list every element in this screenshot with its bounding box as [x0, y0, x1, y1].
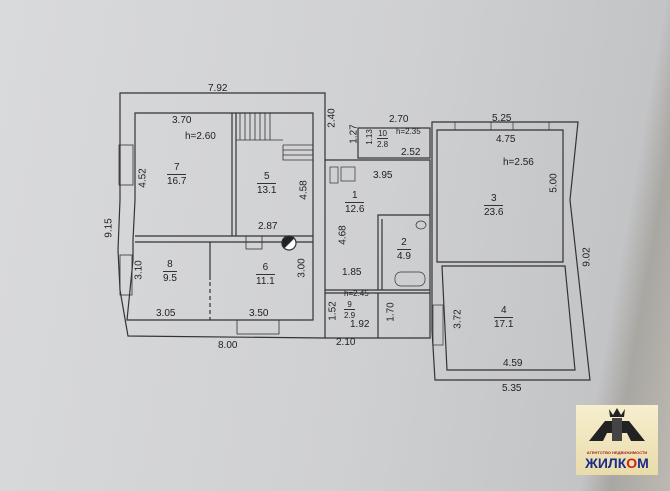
dimension: 1.13: [364, 129, 374, 145]
dimension: 8.00: [218, 340, 238, 351]
room-number: 7: [173, 162, 180, 173]
room-number: 1: [351, 190, 358, 201]
dimension: 4.59: [503, 358, 523, 369]
dimension: 3.95: [373, 170, 393, 181]
ceiling-height-room10: h=2.35: [396, 127, 421, 136]
dimension: 2.10: [336, 337, 356, 348]
dimension: 4.52: [137, 168, 149, 188]
ceiling-height-main: h=2.60: [185, 131, 216, 142]
dimension: 2.70: [389, 114, 409, 125]
dimension: 4.75: [496, 134, 516, 145]
room-area: 13.1: [257, 182, 277, 196]
dimension: 3.10: [133, 260, 145, 280]
room-area: 9.5: [163, 270, 177, 284]
dimension: 3.70: [172, 115, 192, 126]
room-area: 12.6: [345, 201, 365, 215]
room-number: 2: [401, 237, 407, 248]
ceiling-height-room9: h=2.45: [344, 289, 369, 298]
logo-brand-part: ЖИЛК: [585, 455, 627, 471]
room-area: 11.1: [256, 273, 275, 287]
room-number: 3: [490, 193, 497, 204]
logo-brand: ЖИЛКОМ: [576, 455, 658, 471]
logo-brand-part: М: [637, 455, 649, 471]
dimension: 5.35: [502, 383, 522, 394]
room-area: 16.7: [167, 173, 187, 187]
room-number: 4: [500, 305, 507, 316]
dimension: 2.40: [326, 108, 338, 128]
dimension: 1.85: [342, 267, 362, 278]
dimension: 9.15: [103, 218, 115, 238]
dimension: 5.00: [548, 173, 560, 193]
logo-tagline: АГЕНТСТВО НЕДВИЖИМОСТИ: [586, 450, 648, 455]
room-area: 2.9: [344, 309, 356, 321]
dimension: 1.27: [348, 124, 360, 144]
ceiling-height-room3: h=2.56: [503, 157, 534, 168]
dimension: 2.87: [258, 221, 278, 232]
dimension: 7.92: [208, 83, 228, 94]
dimension: 5.25: [492, 113, 512, 124]
dimension: 3.05: [156, 308, 176, 319]
room-area: 4.9: [397, 248, 411, 262]
room-area: 17.1: [494, 316, 514, 330]
room-number: 10: [378, 129, 388, 138]
crown-building-icon: [589, 408, 645, 441]
room-number: 5: [263, 171, 270, 182]
agency-logo: АГЕНТСТВО НЕДВИЖИМОСТИ ЖИЛКОМ: [576, 405, 658, 475]
room-area: 2.8: [377, 138, 389, 150]
dimension: 3.72: [452, 309, 464, 329]
room-area: 23.6: [484, 204, 504, 218]
dimension: 1.70: [385, 302, 397, 322]
room-number: 9: [347, 300, 352, 309]
dimension: 1.52: [327, 301, 339, 321]
dimension: 9.02: [581, 247, 593, 267]
room-number: 6: [262, 262, 269, 273]
logo-brand-part: О: [626, 455, 638, 471]
dimension: 3.50: [249, 308, 269, 319]
dimension: 2.52: [401, 147, 421, 158]
dimension: 3.00: [296, 258, 308, 278]
room-number: 8: [167, 259, 173, 270]
dimension: 4.68: [337, 225, 349, 245]
dimension: 4.58: [298, 180, 310, 200]
dimension: 1.92: [350, 319, 370, 330]
